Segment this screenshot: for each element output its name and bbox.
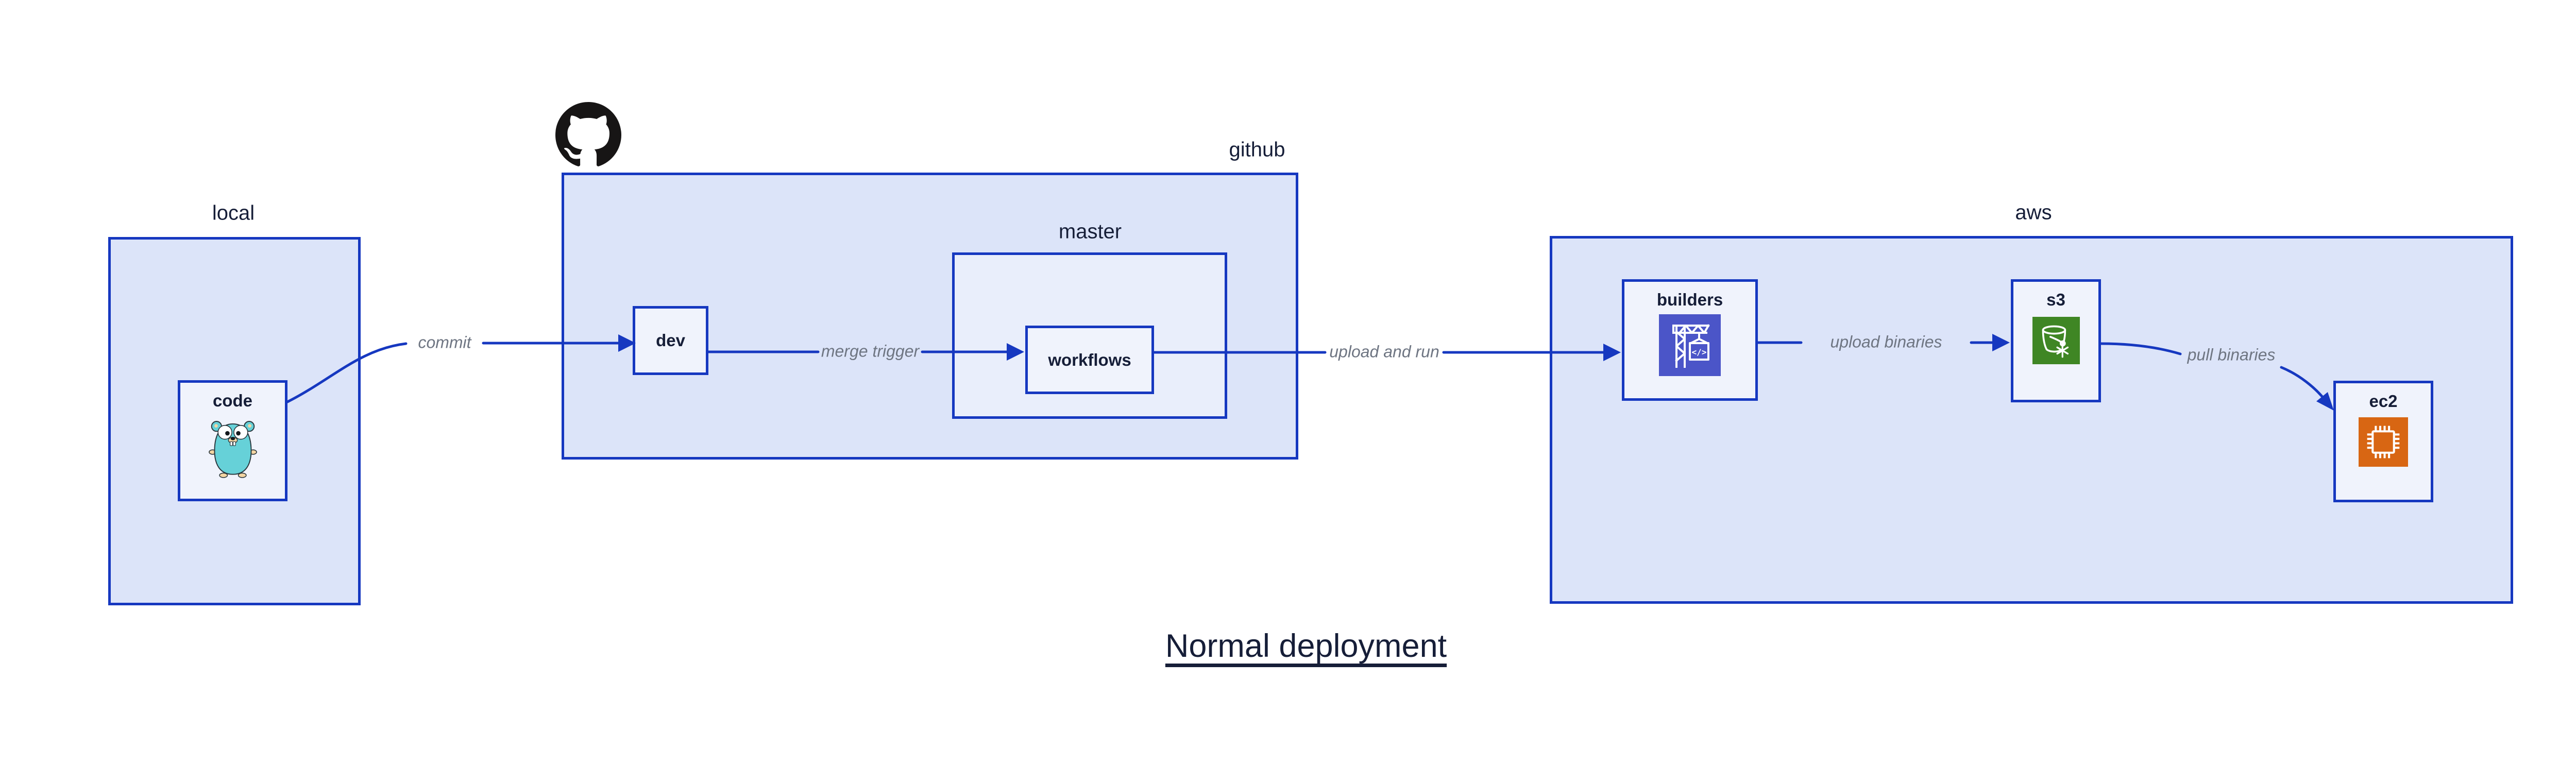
diagram-title: Normal deployment (1165, 628, 1447, 664)
node-ec2: ec2 (2333, 381, 2433, 502)
group-local-label: local (212, 201, 255, 225)
node-code-label: code (212, 391, 253, 410)
edge-pull-binaries-label: pull binaries (2187, 345, 2276, 364)
svg-text:</>: </> (1692, 347, 1707, 357)
edge-upload-binaries-label: upload binaries (1830, 332, 1942, 351)
node-builders-label: builders (1656, 290, 1723, 309)
node-builders: builders </> (1622, 279, 1758, 401)
node-workflows: workflows (1025, 326, 1154, 394)
node-s3: s3 (2011, 279, 2101, 402)
s3-glacier-bucket-icon (2032, 317, 2080, 364)
edge-commit-label: commit (418, 333, 471, 352)
edge-merge-trigger-label: merge trigger (821, 342, 920, 361)
node-dev: dev (633, 306, 708, 375)
github-octocat-icon (555, 102, 621, 166)
node-workflows-label: workflows (1048, 350, 1131, 369)
group-master-label: master (1058, 220, 1122, 243)
node-s3-label: s3 (2046, 290, 2065, 309)
node-code: code (178, 380, 287, 501)
ec2-chip-icon (2359, 417, 2408, 467)
go-gopher-icon (208, 421, 257, 478)
edge-upload-and-run-label: upload and run (1329, 342, 1439, 361)
node-ec2-label: ec2 (2369, 392, 2398, 411)
group-aws-label: aws (2015, 201, 2052, 224)
codebuild-crane-icon: </> (1659, 314, 1721, 376)
node-dev-label: dev (656, 331, 685, 350)
group-github-label: github (1229, 138, 1285, 161)
